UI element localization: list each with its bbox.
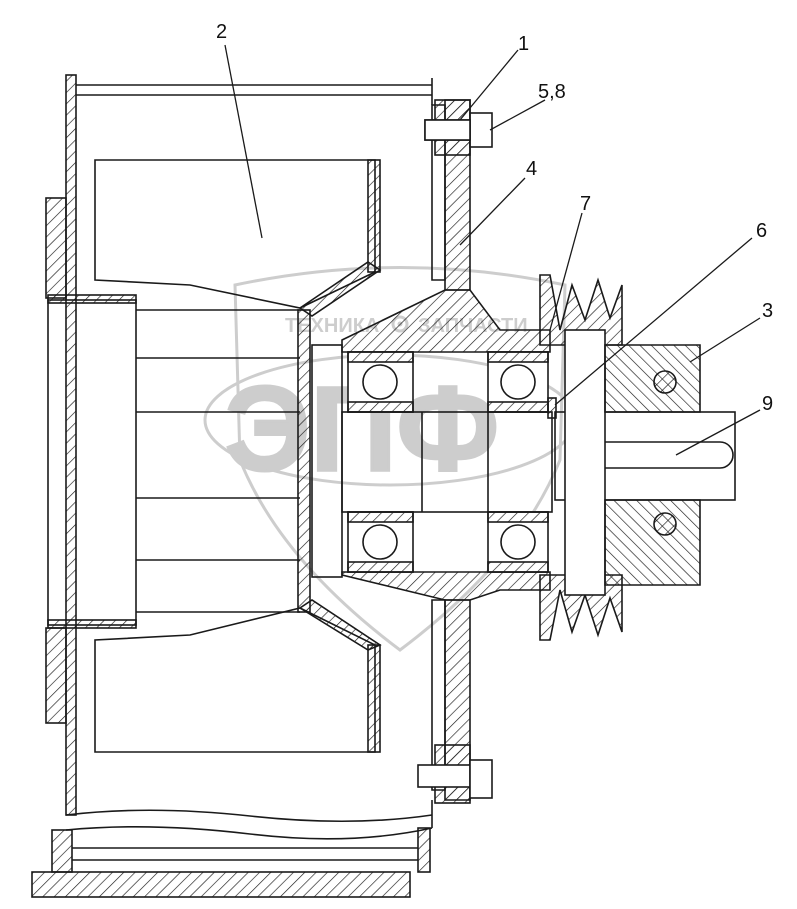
- callout-3: 3: [762, 300, 773, 322]
- callout-6: 6: [756, 220, 767, 242]
- fan-hub: [47, 294, 343, 629]
- hub-flange: [604, 344, 701, 586]
- bearing-left: [347, 351, 414, 573]
- pulley: [539, 274, 623, 641]
- bolt-bottom: [417, 744, 493, 804]
- leader-lines: [224, 44, 761, 456]
- bearing-housing: [341, 99, 551, 801]
- callout-9: 9: [762, 393, 773, 415]
- callouts: 2 1 5,8 4 7 6 3 9: [216, 21, 773, 415]
- base-plate: [31, 827, 431, 898]
- callout-7: 7: [580, 193, 591, 215]
- callout-2: 2: [216, 21, 227, 43]
- callout-4: 4: [526, 158, 537, 180]
- bolt-top: [424, 99, 493, 156]
- fan-blade-bottom: [94, 599, 382, 753]
- bearing-right: [487, 351, 557, 573]
- callout-5-8: 5,8: [538, 81, 566, 103]
- callout-1: 1: [518, 33, 529, 55]
- fan-blade-top: [94, 159, 382, 317]
